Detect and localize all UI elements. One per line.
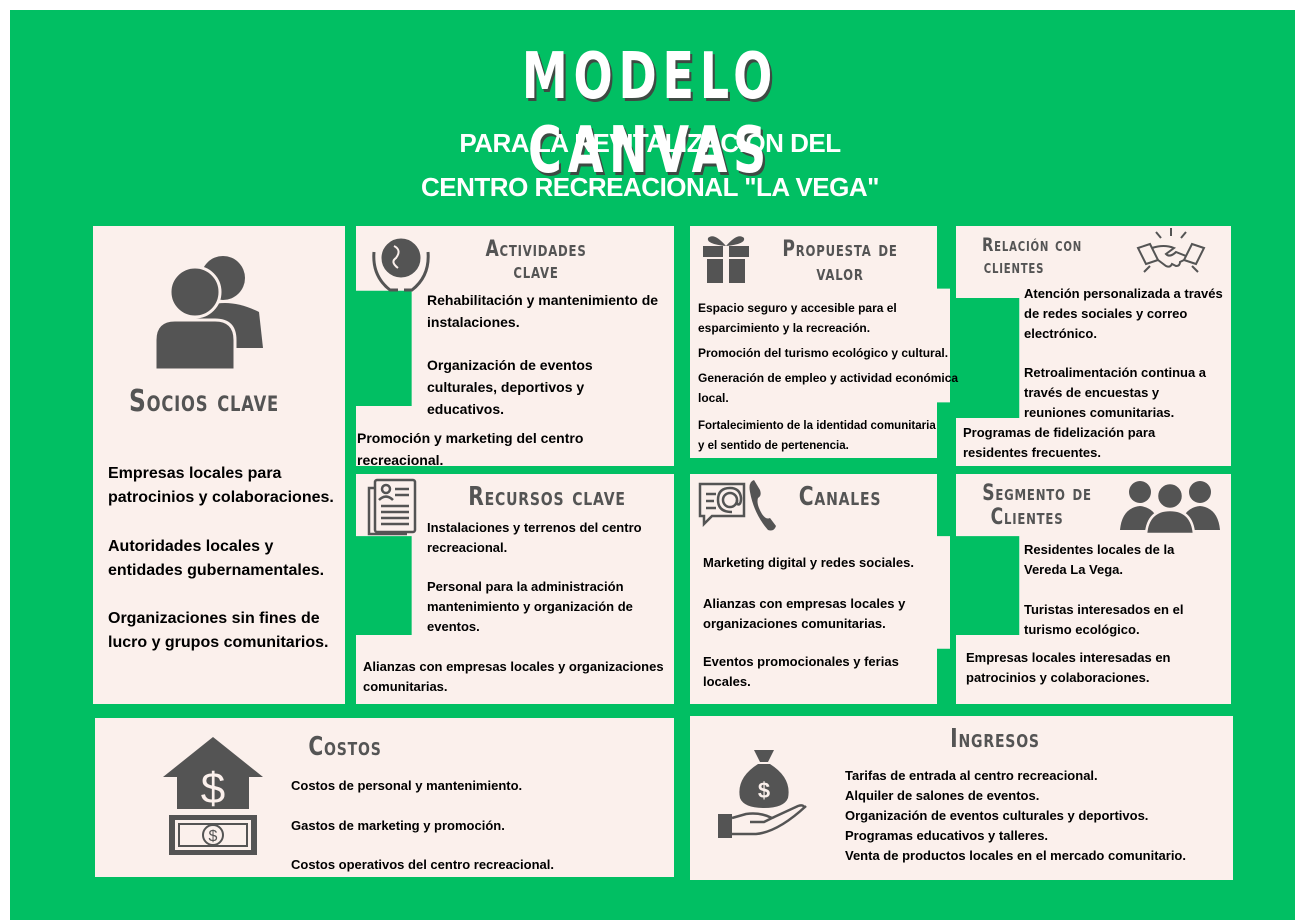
recursos-clave-title: Recursos clave xyxy=(468,482,626,512)
recursos-clave-item-3: Alianzas con empresas locales y organiza… xyxy=(363,659,664,694)
ingresos-item-1: Tarifas de entrada al centro recreaciona… xyxy=(845,768,1098,783)
propuesta-valor-item-3: Generación de empleo y actividad económi… xyxy=(698,371,959,405)
actividades-clave-item-1: Rehabilitación y mantenimiento de instal… xyxy=(427,292,659,330)
propuesta-valor-item-4: Fortalecimiento de la identidad comunita… xyxy=(698,420,936,452)
propuesta-valor-item-2: Promoción del turismo ecológico y cultur… xyxy=(698,346,949,360)
gift-icon xyxy=(703,236,749,283)
recursos-clave-item-1: Instalaciones y terrenos del centro recr… xyxy=(427,520,642,555)
propuesta-valor-title-1: Propuesta de xyxy=(782,237,898,262)
canales-item-2: Alianzas con empresas locales y organiza… xyxy=(703,596,906,631)
canales-item-1: Marketing digital y redes sociales. xyxy=(703,555,914,570)
page-title: MODELO CANVAS xyxy=(521,40,779,188)
costos-item-2: Gastos de marketing y promoción. xyxy=(291,818,505,833)
people-icon xyxy=(155,256,263,372)
svg-text:$: $ xyxy=(201,764,225,813)
group-icon xyxy=(1120,481,1220,534)
svg-text:$: $ xyxy=(209,828,218,845)
segmento-clientes-title-2: Clientes xyxy=(990,505,1064,530)
socios-clave-item-1: Empresas locales para patrocinios y cola… xyxy=(108,465,334,506)
relacion-clientes-item-3: Programas de fidelización para residente… xyxy=(963,425,1156,460)
costos-item-1: Costos de personal y mantenimiento. xyxy=(291,778,523,793)
costos-item-3: Costos operativos del centro recreaciona… xyxy=(291,857,554,872)
relacion-clientes-item-1: Atención personalizada a través de redes… xyxy=(1024,286,1223,341)
propuesta-valor-title-2: valor xyxy=(816,261,864,286)
segmento-clientes-item-2: Turistas interesados en el turismo ecoló… xyxy=(1024,602,1184,637)
phone-email-icon xyxy=(698,480,776,531)
propuesta-valor-item-1: Espacio seguro y accesible para el espar… xyxy=(698,301,897,335)
ingresos-item-5: Venta de productos locales en el mercado… xyxy=(845,848,1186,863)
socios-clave-title: Socios clave xyxy=(128,384,280,419)
globe-hands-icon xyxy=(372,238,430,292)
socios-clave-item-3: Organizaciones sin fines de lucro y grup… xyxy=(108,610,329,651)
costos-title: Costos xyxy=(308,732,382,762)
document-icon xyxy=(367,478,417,536)
actividades-clave-item-3: Promoción y marketing del centro recreac… xyxy=(357,430,584,468)
ingresos-item-4: Programas educativos y talleres. xyxy=(845,828,1049,843)
relacion-clientes-item-2: Retroalimentación continua a través de e… xyxy=(1024,365,1207,420)
relacion-clientes-title-1: Relación con xyxy=(981,234,1083,256)
actividades-clave-title-1: Actividades xyxy=(485,237,587,262)
canales-item-3: Eventos promocionales y ferias locales. xyxy=(703,654,899,689)
page-subtitle-line-2: CENTRO RECREACIONAL "LA VEGA" xyxy=(421,172,879,202)
segmento-clientes-item-3: Empresas locales interesadas en patrocin… xyxy=(966,650,1171,685)
canales-title: Canales xyxy=(798,482,882,512)
svg-text:$: $ xyxy=(758,778,770,803)
house-money-icon: $ $ xyxy=(163,737,263,855)
ingresos-item-2: Alquiler de salones de eventos. xyxy=(845,788,1040,803)
page-subtitle-line-1: PARA LA REVITALIZACIÓN DEL xyxy=(459,128,841,158)
recursos-clave-item-2: Personal para la administración mantenim… xyxy=(427,579,633,634)
panel-canales xyxy=(690,474,950,704)
ingresos-title: Ingresos xyxy=(950,724,1040,754)
handshake-icon xyxy=(1136,228,1206,273)
actividades-clave-item-2: Organización de eventos culturales, depo… xyxy=(427,357,593,417)
segmento-clientes-title-1: Segmento de xyxy=(982,481,1092,506)
socios-clave-item-2: Autoridades locales y entidades gubernam… xyxy=(108,538,325,579)
relacion-clientes-title-2: clientes xyxy=(983,256,1045,278)
actividades-clave-title-2: clave xyxy=(513,259,559,284)
money-bag-hand-icon: $ xyxy=(718,750,807,838)
segmento-clientes-item-1: Residentes locales de la Vereda La Vega. xyxy=(1024,542,1175,577)
ingresos-item-3: Organización de eventos culturales y dep… xyxy=(845,808,1149,823)
